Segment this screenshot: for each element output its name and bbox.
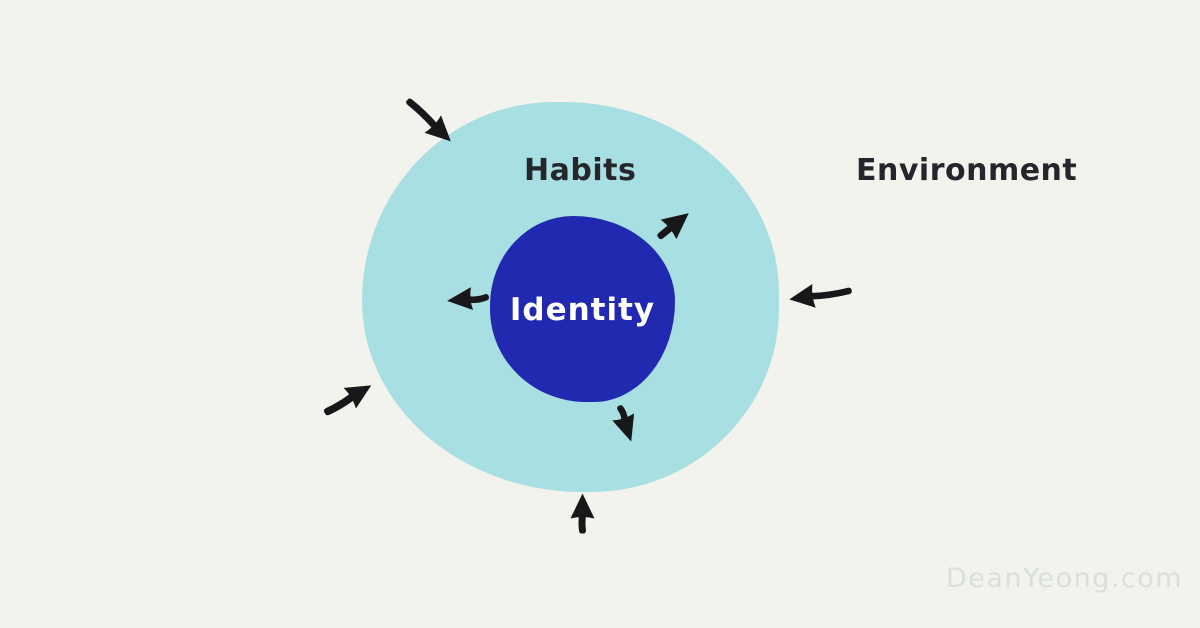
arrow-outward-left-icon (445, 282, 491, 316)
arrow-inward-bottom-icon (568, 493, 598, 534)
habits-label: Habits (524, 153, 637, 188)
arrow-inward-right-icon (786, 276, 854, 315)
arrow-inward-top-left-icon (397, 89, 462, 153)
identity-label: Identity (509, 291, 656, 328)
environment-label: Environment (856, 153, 1078, 188)
watermark-deanyeong: DeanYeong.com (946, 563, 1184, 594)
identity-core-blob: Identity (490, 216, 675, 402)
arrow-outward-top-right-icon (649, 201, 699, 249)
arrow-inward-bottom-left-icon (317, 372, 380, 426)
arrow-outward-bottom-icon (605, 401, 646, 447)
